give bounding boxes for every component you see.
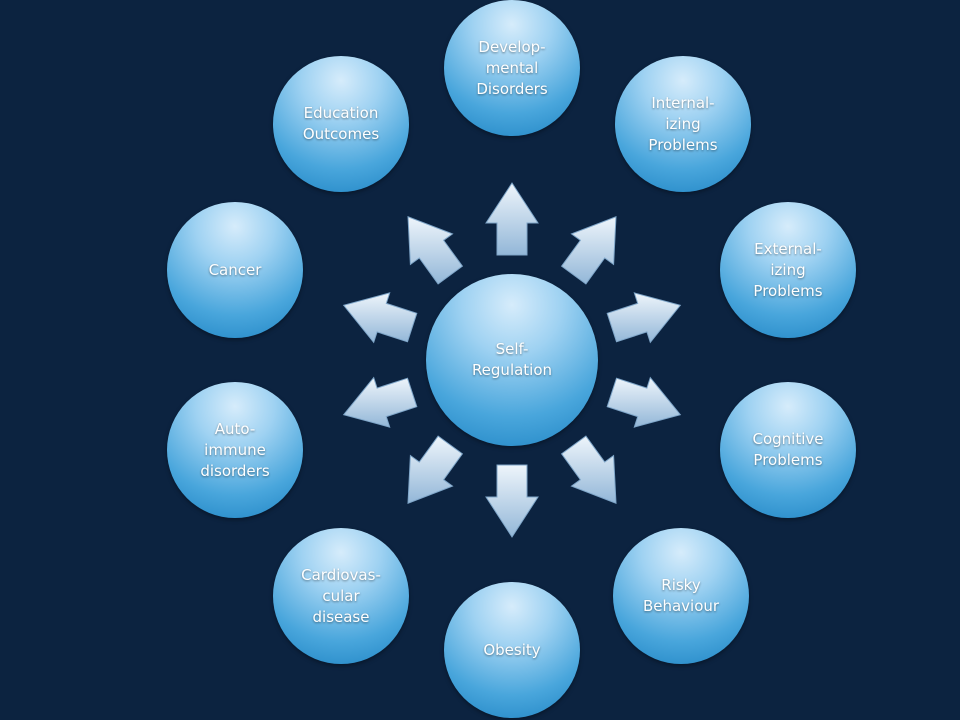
self-regulation-label: Self- Regulation	[471, 340, 553, 379]
developmental-disorders-node: Develop- mental Disorders	[444, 0, 580, 136]
internalizing-problems-label: Internal- izing Problems	[648, 93, 718, 154]
risky-behaviour-label: Risky Behaviour	[642, 576, 720, 615]
obesity-node: Obesity	[444, 582, 580, 718]
arrow-to-obesity	[485, 464, 539, 538]
obesity-label: Obesity	[483, 640, 541, 659]
arrow-group	[342, 182, 682, 538]
developmental-disorders-label: Develop- mental Disorders	[476, 37, 548, 98]
arrow-to-education	[407, 216, 464, 285]
externalizing-problems-label: External- izing Problems	[753, 239, 823, 300]
arrow-to-externalizing	[606, 292, 682, 344]
self-regulation-node: Self- Regulation	[426, 274, 598, 446]
cancer-label: Cancer	[208, 260, 262, 279]
cardiovascular-disease-label: Cardiovas- cular disease	[301, 565, 381, 626]
externalizing-problems-node: External- izing Problems	[720, 202, 856, 338]
education-outcomes-label: Education Outcomes	[302, 104, 380, 143]
cognitive-problems-label: Cognitive Problems	[752, 430, 824, 469]
arrow-to-cardiovascular	[407, 435, 464, 504]
arrow-to-autoimmune	[342, 376, 418, 428]
arrow-to-risky	[560, 435, 617, 504]
arrow-to-cognitive	[606, 376, 682, 428]
cognitive-problems-node: Cognitive Problems	[720, 382, 856, 518]
cardiovascular-disease-node: Cardiovas- cular disease	[273, 528, 409, 664]
arrow-to-internalizing	[560, 216, 617, 285]
education-outcomes-node: Education Outcomes	[273, 56, 409, 192]
cancer-node: Cancer	[167, 202, 303, 338]
autoimmune-disorders-node: Auto- immune disorders	[167, 382, 303, 518]
risky-behaviour-node: Risky Behaviour	[613, 528, 749, 664]
autoimmune-disorders-label: Auto- immune disorders	[200, 419, 270, 480]
internalizing-problems-node: Internal- izing Problems	[615, 56, 751, 192]
arrow-to-developmental	[485, 182, 539, 256]
arrow-to-cancer	[342, 292, 418, 344]
